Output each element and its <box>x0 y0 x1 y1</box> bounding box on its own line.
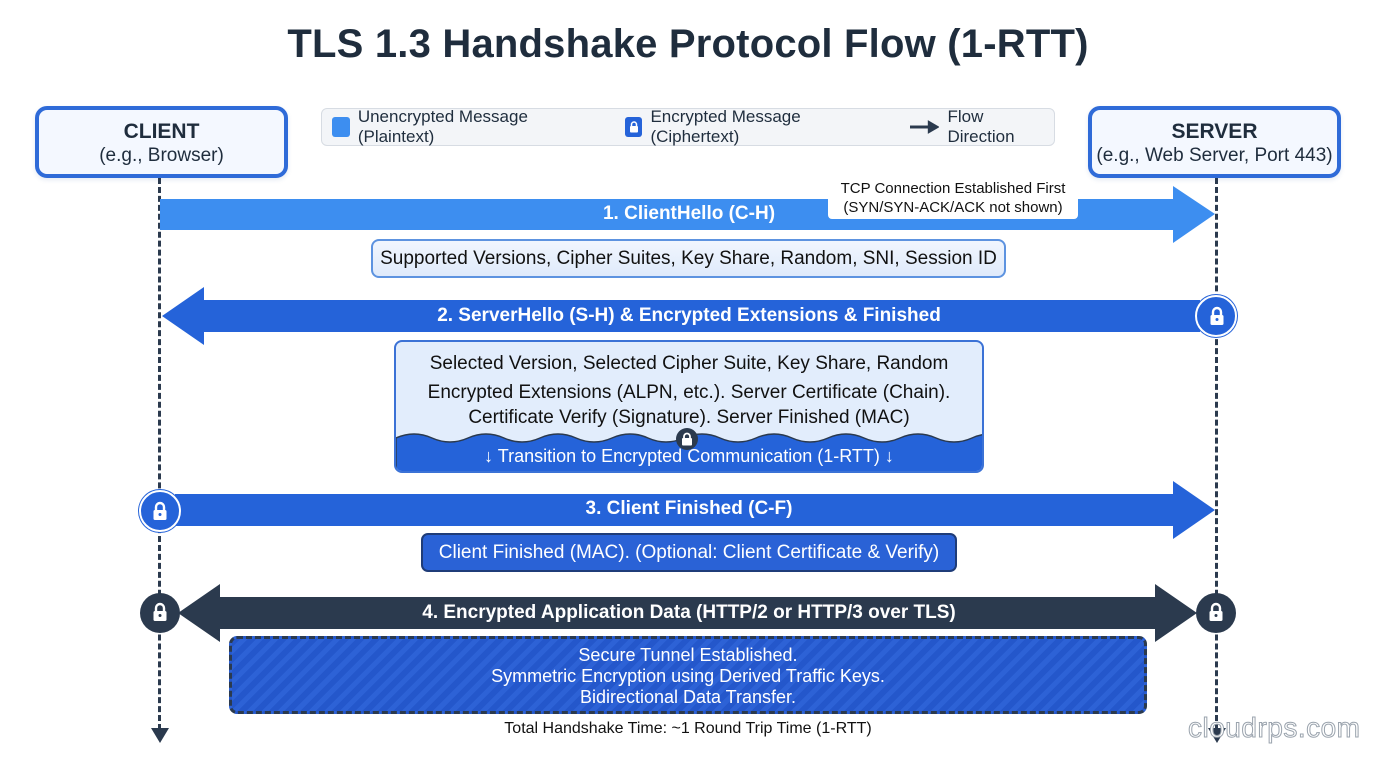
server-lock-step4 <box>1196 593 1236 633</box>
diagram-title: TLS 1.3 Handshake Protocol Flow (1-RTT) <box>287 22 1089 66</box>
legend: Unencrypted Message (Plaintext) Encrypte… <box>321 107 1055 147</box>
legend-flow-label: Flow Direction <box>947 107 1015 146</box>
clienthello-detail: Supported Versions, Cipher Suites, Key S… <box>371 239 1006 278</box>
client-lifeline <box>158 178 161 730</box>
transition-label: ↓ Transition to Encrypted Communication … <box>484 446 894 466</box>
encryption-wave <box>396 433 982 471</box>
client-box: CLIENT (e.g., Browser) <box>35 106 288 178</box>
client-lock-step4 <box>140 593 180 633</box>
app-data-detail-line3: Bidirectional Data Transfer. <box>579 687 797 707</box>
server-lock-step2 <box>1195 295 1237 337</box>
watermark: cloudrps.com <box>1188 712 1361 744</box>
client-lock-step3 <box>139 490 181 532</box>
transition-lock <box>676 428 698 450</box>
footnote-text: Total Handshake Time: ~1 Round Trip Time… <box>504 720 872 737</box>
serverhello-arrow <box>162 287 1200 345</box>
client-finished-detail: Client Finished (MAC). (Optional: Client… <box>421 533 957 572</box>
server-subtitle: (e.g., Web Server, Port 443) <box>1096 145 1333 166</box>
client-lifeline-end-arrow-icon <box>151 728 169 743</box>
client-name: CLIENT <box>123 120 200 143</box>
client-finished-label: 3. Client Finished (C-F) <box>585 498 793 519</box>
app-data-detail-line2: Symmetric Encryption using Derived Traff… <box>491 666 885 686</box>
footnote: Total Handshake Time: ~1 Round Trip Time… <box>0 720 1376 738</box>
client-subtitle: (e.g., Browser) <box>99 145 224 166</box>
serverhello-label: 2. ServerHello (S-H) & Encrypted Extensi… <box>437 305 941 326</box>
lock-icon <box>1209 602 1223 621</box>
serverhello-detail-line2: Encrypted Extensions (ALPN, etc.). Serve… <box>427 382 951 403</box>
server-lifeline-end-arrow-icon <box>1208 728 1226 743</box>
app-data-label: 4. Encrypted Application Data (HTTP/2 or… <box>422 602 956 623</box>
server-lifeline <box>1215 178 1218 730</box>
client-finished-arrow <box>175 481 1215 539</box>
encrypted-lock-swatch-icon <box>624 117 643 137</box>
plaintext-swatch-icon <box>332 117 350 137</box>
server-name: SERVER <box>1171 120 1258 143</box>
serverhello-detail-line1: Selected Version, Selected Cipher Suite,… <box>429 353 949 374</box>
app-data-detail: Secure Tunnel Established. Symmetric Enc… <box>229 636 1147 714</box>
arrow-right-icon <box>909 120 940 134</box>
legend-flow: Flow Direction <box>909 107 1054 147</box>
lock-icon <box>682 432 692 446</box>
server-box: SERVER (e.g., Web Server, Port 443) <box>1088 106 1341 178</box>
tcp-note: TCP Connection Established First (SYN/SY… <box>828 177 1078 219</box>
lock-icon <box>153 602 167 621</box>
lock-icon <box>153 501 167 520</box>
serverhello-detail: Selected Version, Selected Cipher Suite,… <box>394 340 984 473</box>
app-data-arrow <box>178 584 1197 642</box>
tcp-note-line2: (SYN/SYN-ACK/ACK not shown) <box>843 199 1063 216</box>
tcp-note-line1: TCP Connection Established First <box>840 180 1066 197</box>
app-data-detail-line1: Secure Tunnel Established. <box>578 645 798 665</box>
legend-unencrypted-label: Unencrypted Message (Plaintext) <box>357 107 528 146</box>
serverhello-detail-line3: Certificate Verify (Signature). Server F… <box>468 407 910 428</box>
clienthello-label: 1. ClientHello (C-H) <box>602 203 776 224</box>
legend-encrypted-label: Encrypted Message (Ciphertext) <box>650 107 801 146</box>
lock-icon <box>1210 306 1224 325</box>
